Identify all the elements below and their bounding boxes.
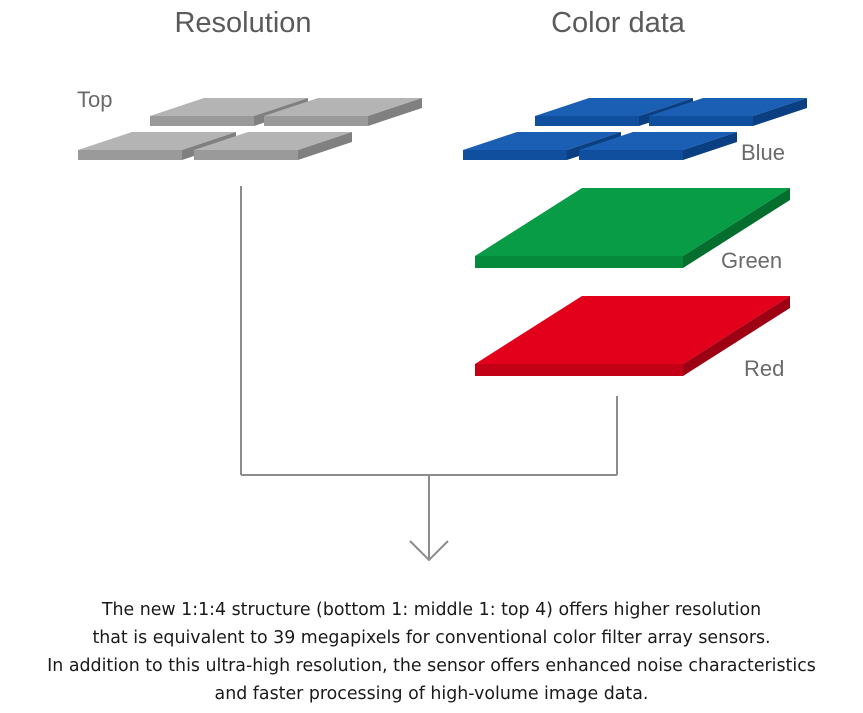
merge-connector (240, 186, 618, 562)
top-layer-label: Top (77, 87, 112, 112)
blue-tile-back-left-top-face (535, 98, 693, 116)
red-plate-side-face (683, 296, 790, 376)
description-caption: The new 1:1:4 structure (bottom 1: middl… (0, 596, 863, 708)
green-plate-top-face (475, 188, 790, 256)
heading-resolution: Resolution (174, 7, 311, 39)
green-plate-front-face (475, 256, 683, 268)
top-tile-front-left-top-face (78, 132, 236, 150)
caption-line-4: and faster processing of high-volume ima… (214, 684, 649, 704)
top-tile-back-right-top-face (264, 98, 422, 116)
blue-tile-front-left-top-face (463, 132, 621, 150)
red-plate-top-face (475, 296, 790, 364)
top-tile-back-right-front-face (264, 116, 368, 126)
blue-tile-back-left-front-face (535, 116, 639, 126)
top-tile-front-right-front-face (194, 150, 298, 160)
blue-tile-back-right-side-face (753, 98, 807, 126)
blue-tile-front-right-side-face (683, 132, 737, 160)
blue-layer (463, 98, 807, 160)
top-tile-front-right-top-face (194, 132, 352, 150)
blue-tile-front-right-top-face (579, 132, 737, 150)
blue-tile-front-right-front-face (579, 150, 683, 160)
top-tile-back-left-front-face (150, 116, 254, 126)
top-layer (78, 98, 422, 160)
top-tile-front-left-front-face (78, 150, 182, 160)
heading-color-data: Color data (551, 7, 686, 39)
blue-tile-front-left-front-face (463, 150, 567, 160)
caption-line-1: The new 1:1:4 structure (bottom 1: middl… (101, 600, 762, 620)
top-tile-back-right-side-face (368, 98, 422, 126)
blue-tile-back-right-top-face (649, 98, 807, 116)
top-tile-back-left-top-face (150, 98, 308, 116)
top-tile-front-right-side-face (298, 132, 352, 160)
red-layer (475, 296, 790, 376)
caption-line-3: In addition to this ultra-high resolutio… (47, 656, 816, 676)
red-layer-label: Red (744, 356, 784, 381)
green-layer-label: Green (721, 248, 782, 273)
blue-layer-label: Blue (741, 140, 785, 165)
blue-tile-back-right-front-face (649, 116, 753, 126)
red-plate-front-face (475, 364, 683, 376)
arrow-down-icon (409, 540, 449, 562)
green-plate-side-face (683, 188, 790, 268)
green-layer (475, 188, 790, 268)
caption-line-2: that is equivalent to 39 megapixels for … (92, 628, 771, 648)
